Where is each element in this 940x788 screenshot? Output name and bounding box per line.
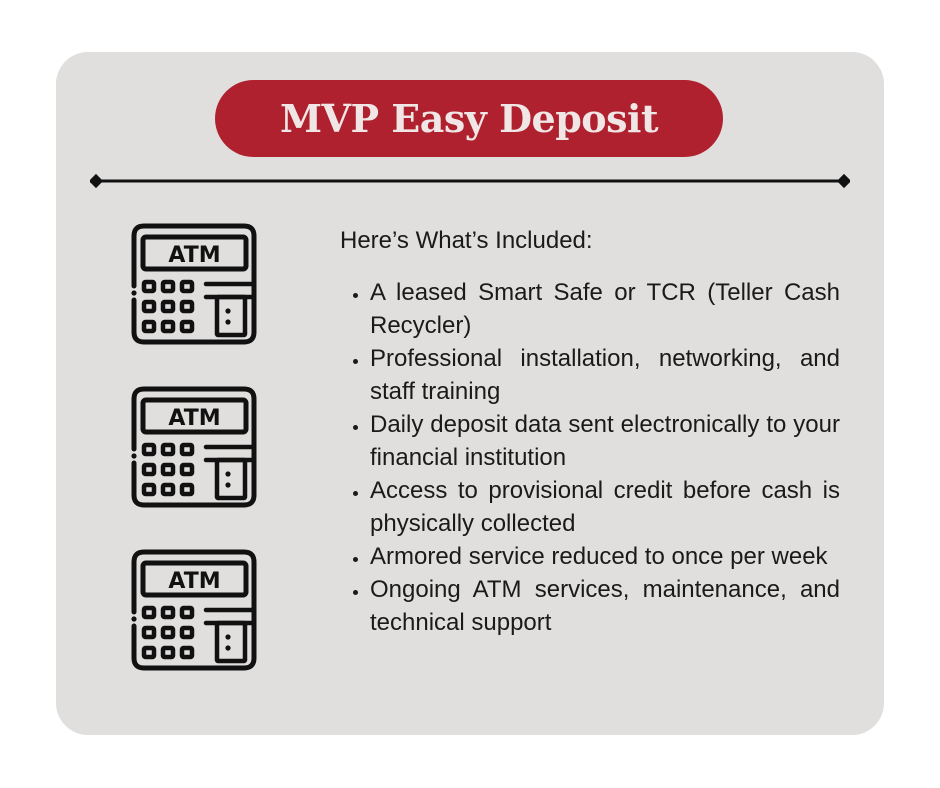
list-item: Daily deposit data sent electronically t… xyxy=(370,408,840,474)
list-item: Access to provisional credit before cash… xyxy=(370,474,840,540)
list-item: Professional installation, networking, a… xyxy=(370,342,840,408)
list-item: Ongoing ATM services, maintenance, and t… xyxy=(370,573,840,639)
atm-label: ATM xyxy=(168,243,220,268)
page-title: MVP Easy Deposit xyxy=(279,96,659,141)
list-heading: Here’s What’s Included: xyxy=(340,227,593,254)
atm-icon: ATM xyxy=(130,548,258,672)
atm-icon: ATM xyxy=(130,222,258,346)
title-banner: MVP Easy Deposit xyxy=(215,80,723,157)
atm-icon: ATM xyxy=(130,385,258,509)
list-item: Armored service reduced to once per week xyxy=(370,540,840,573)
info-card xyxy=(56,52,884,735)
divider xyxy=(90,173,850,189)
atm-label: ATM xyxy=(168,406,220,431)
included-list: A leased Smart Safe or TCR (Teller Cash … xyxy=(340,276,840,639)
list-item: A leased Smart Safe or TCR (Teller Cash … xyxy=(370,276,840,342)
included-list-section: Here’s What’s Included: A leased Smart S… xyxy=(340,224,840,639)
atm-label: ATM xyxy=(168,569,220,594)
